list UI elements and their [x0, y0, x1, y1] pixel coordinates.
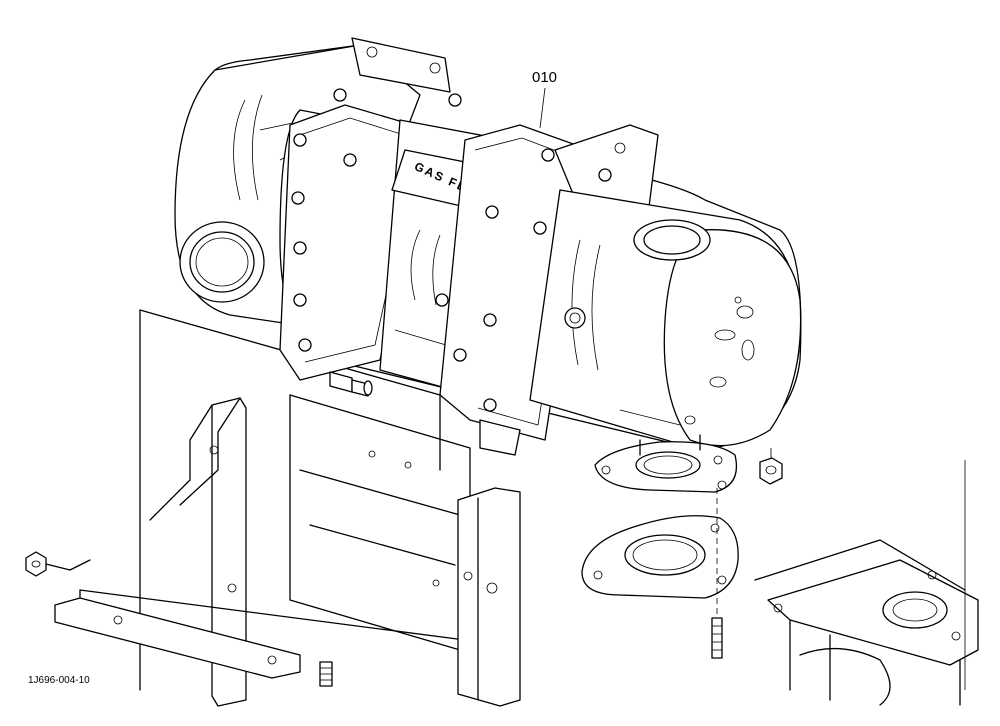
dpf-muffler-assembly: GAS FLOW [174, 37, 802, 493]
exhaust-gasket [581, 515, 739, 599]
hex-bolt [329, 371, 373, 397]
hex-nut [759, 448, 783, 485]
figure-code: 1J696-004-10 [28, 675, 90, 686]
callout-number: 010 [532, 69, 557, 86]
engine-mount-bracket [754, 460, 979, 706]
threaded-stud [711, 488, 723, 659]
part-callout: 010 [532, 69, 557, 129]
mounting-bracket-frame [54, 309, 521, 707]
flange-nut [25, 551, 91, 577]
